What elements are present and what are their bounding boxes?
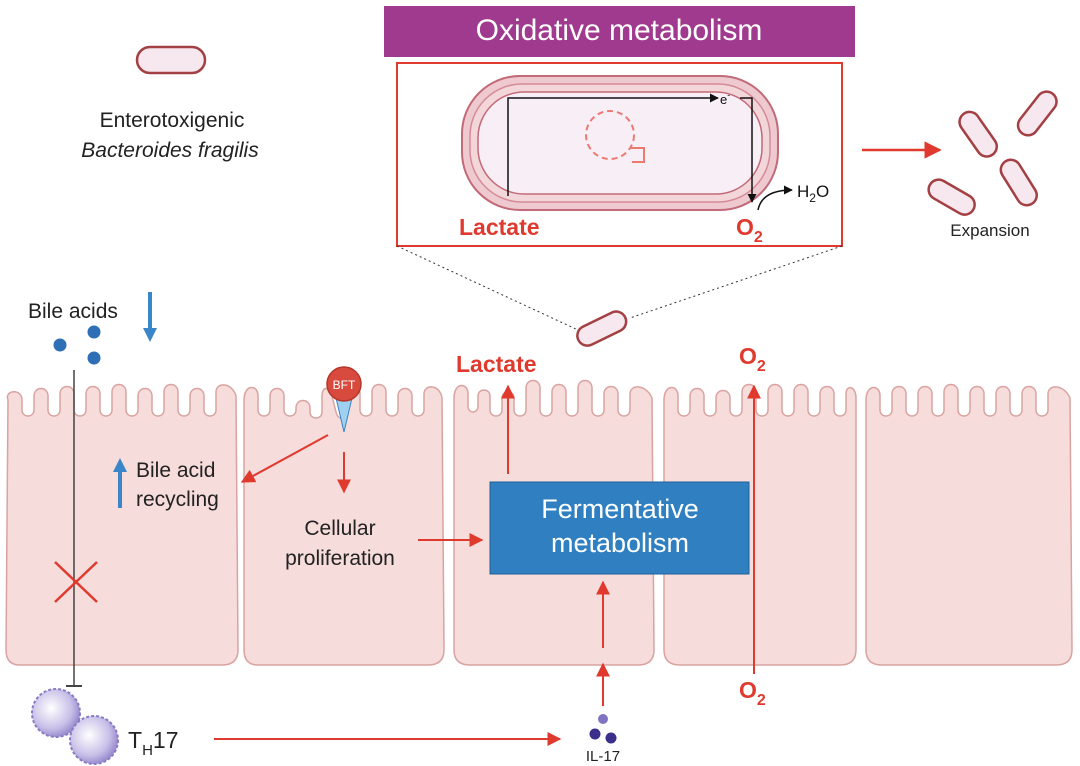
bile-acids-down-arrowhead (143, 328, 157, 342)
o2-bottom-label: O2 (739, 677, 766, 709)
epithelial-cell-5 (865, 383, 1073, 666)
th17-label: TH17 (128, 727, 179, 759)
bft-label: BFT (333, 378, 356, 392)
proliferation-line2: proliferation (285, 547, 395, 570)
il17-dot (605, 732, 617, 744)
fermentative-box (489, 481, 750, 575)
organism-line1: Enterotoxigenic (100, 109, 245, 132)
bile-acid-dot (87, 325, 101, 339)
organism-line2: Bacteroides fragilis (81, 139, 259, 162)
epithelial-cell-1 (5, 383, 239, 666)
inset-lactate-label: Lactate (459, 214, 540, 240)
water-arrow (757, 185, 793, 211)
bft-to-recycling-arrow (240, 434, 329, 483)
proliferation-line1: Cellular (304, 517, 375, 540)
recycling-up-arrowhead (113, 458, 127, 472)
fermentative-line2: metabolism (551, 528, 689, 558)
bacterium-icon-exp2 (1016, 90, 1058, 137)
bacterium-icon-exp1 (958, 110, 999, 158)
th17-cell-icon (31, 688, 119, 765)
bile-recycling-line1: Bile acid (136, 459, 215, 482)
inset-o2-label: O2 (736, 214, 763, 246)
expansion-label: Expansion (950, 221, 1029, 240)
oxidative-banner (384, 6, 855, 57)
fermentative-line1: Fermentative (541, 494, 699, 524)
bacterium-icon-exp4 (999, 158, 1038, 207)
zoom-line-right (629, 245, 843, 319)
o2-top-label: O2 (739, 343, 766, 375)
electron-path-down (740, 97, 757, 203)
zoom-line-left (396, 245, 579, 331)
bile-recycling-line2: recycling (136, 488, 219, 511)
bacterium-icon (135, 45, 207, 75)
tca-cycle-icon (585, 110, 635, 160)
inhibition-cross-icon (54, 561, 98, 603)
bft-toxin-icon (326, 366, 362, 433)
lactate-label: Lactate (456, 351, 537, 377)
oxidative-banner-text: Oxidative metabolism (476, 14, 763, 47)
water-label: H2O (797, 182, 829, 205)
il17-dot (598, 714, 608, 724)
bile-acid-dot (87, 351, 101, 365)
tca-cycle-arrow (630, 147, 645, 163)
electron-label: e- (720, 90, 730, 107)
bacterium-cell-large-inner (477, 91, 763, 195)
bile-acid-dot (53, 338, 67, 352)
bacterium-icon-small (576, 310, 628, 347)
il17-label: IL-17 (586, 748, 620, 765)
bile-acids-label: Bile acids (28, 300, 118, 323)
electron-path (507, 93, 719, 196)
bacterium-icon-exp3 (927, 178, 976, 216)
epithelial-cell-4 (663, 383, 857, 666)
il17-dot (589, 728, 601, 740)
